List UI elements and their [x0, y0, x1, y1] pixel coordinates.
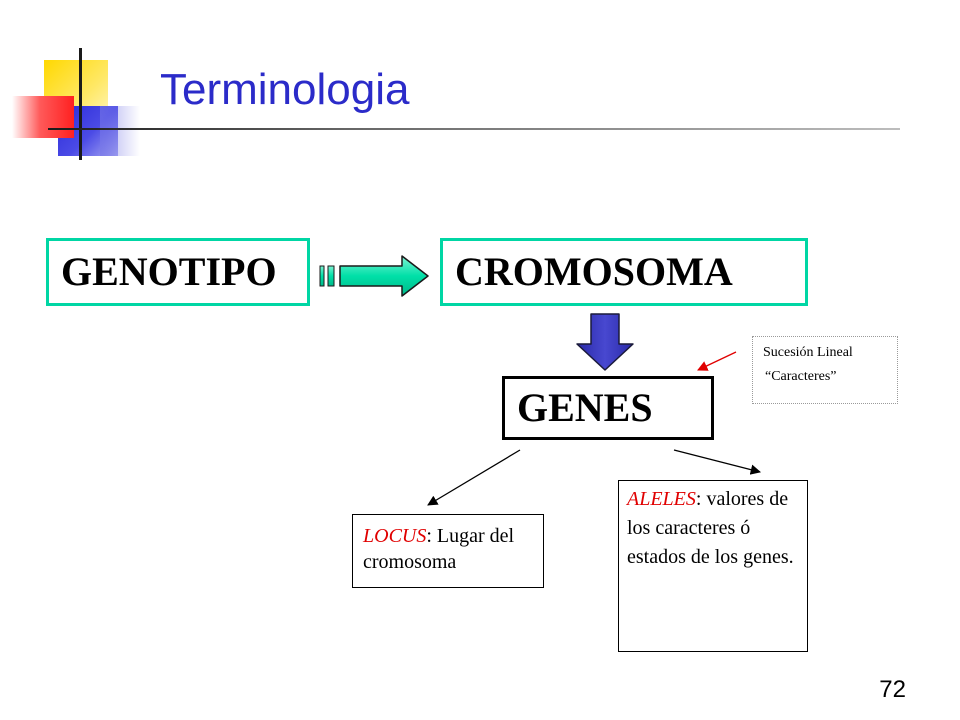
note-line-1: Sucesión Lineal	[763, 345, 853, 360]
connector-genes-aleles	[673, 449, 762, 475]
decor-vertical-line	[79, 48, 82, 160]
aleles-definition: : valores de los caracteres ó estados de…	[627, 488, 794, 568]
note-box: Sucesión Lineal “Caracteres”	[752, 336, 898, 404]
locus-definition: : Lugar del cromosoma	[363, 525, 515, 573]
right-arrow	[319, 255, 429, 297]
note-line-2: “Caracteres”	[765, 369, 837, 384]
note-pointer-arrow	[697, 351, 737, 371]
locus-box: LOCUS: Lugar del cromosoma	[352, 514, 544, 588]
aleles-term: ALELES	[627, 488, 696, 510]
locus-term: LOCUS	[363, 525, 427, 547]
down-arrow	[576, 313, 634, 371]
aleles-box: ALELES: valores de los caracteres ó esta…	[618, 480, 808, 652]
decor-blue-fade	[100, 106, 140, 156]
connector-genes-locus	[427, 449, 521, 506]
cromosoma-box: CROMOSOMA	[440, 238, 808, 306]
cromosoma-label: CROMOSOMA	[455, 249, 733, 294]
decor-red-square	[12, 96, 74, 138]
genotipo-label: GENOTIPO	[61, 249, 277, 294]
genes-label: GENES	[517, 385, 653, 430]
genes-box: GENES	[502, 376, 714, 440]
title-underline	[48, 128, 900, 130]
page-title: Terminologia	[160, 65, 410, 114]
genotipo-box: GENOTIPO	[46, 238, 310, 306]
page-number: 72	[879, 676, 906, 703]
